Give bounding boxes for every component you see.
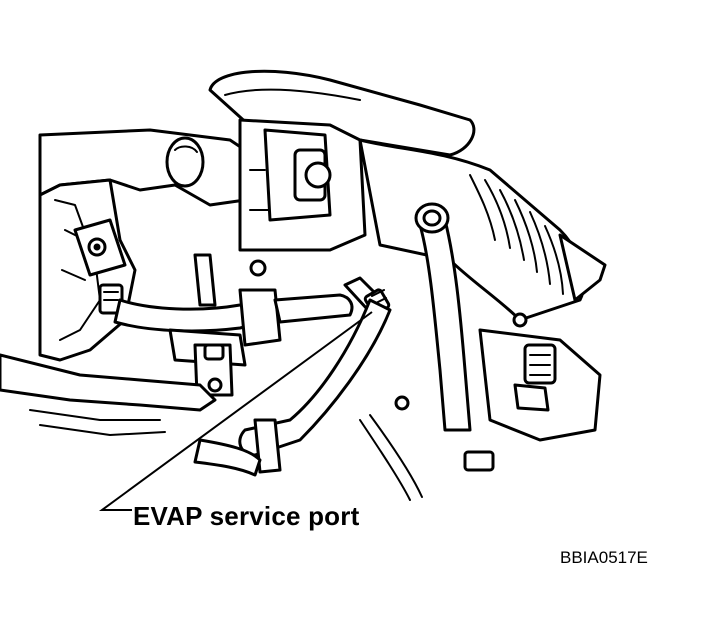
evap-service-port-label: EVAP service port: [133, 501, 360, 531]
left-connector: [98, 283, 124, 315]
lower-pipes: [113, 253, 354, 397]
filler-cap: [165, 136, 205, 188]
figure-id: BBIA0517E: [560, 548, 648, 567]
throttle-body: [208, 69, 476, 252]
left-bracket: [73, 218, 127, 277]
callout-leader-line: [98, 311, 373, 511]
coolant-hose: [414, 202, 472, 432]
bolts: [207, 259, 495, 472]
right-sensor-assembly: [478, 312, 602, 442]
main-hose: [193, 298, 392, 477]
air-duct-bellows: [358, 138, 607, 322]
wiring-harness: [0, 353, 423, 501]
